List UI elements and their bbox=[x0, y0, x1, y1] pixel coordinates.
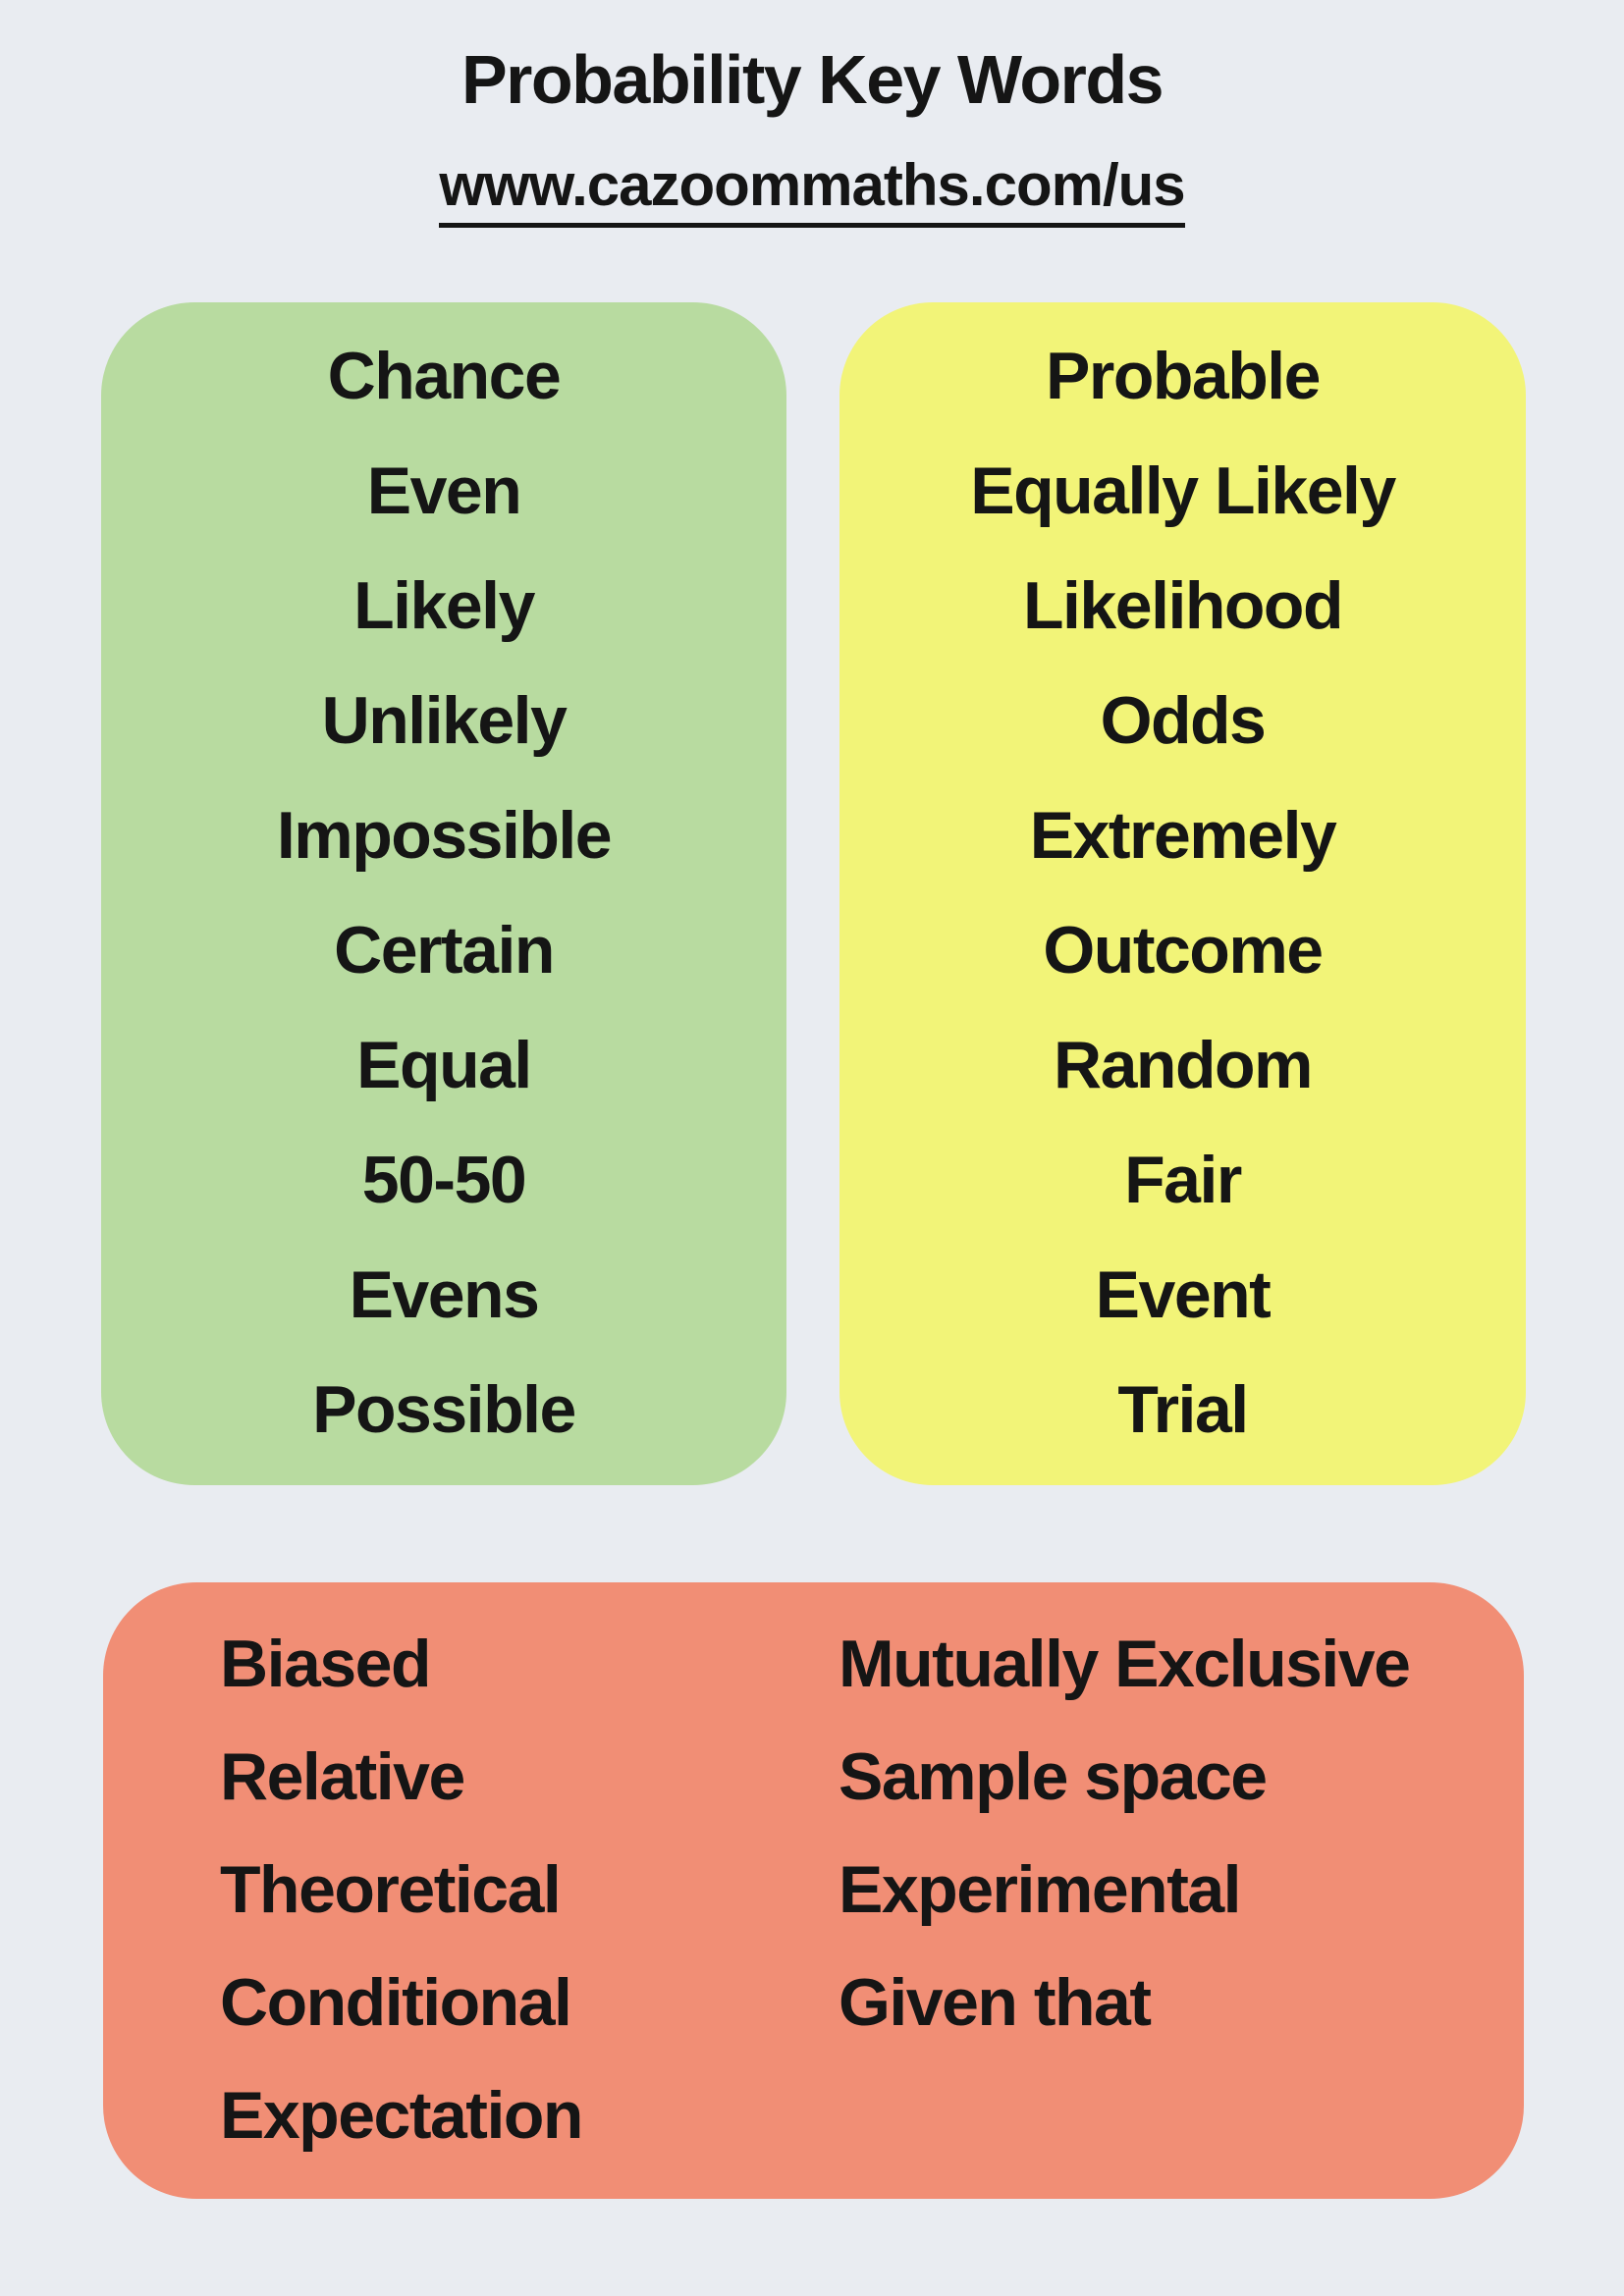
keyword: Biased bbox=[220, 1627, 432, 1701]
keyword: Evens bbox=[349, 1257, 540, 1332]
keyword: Fair bbox=[1124, 1143, 1242, 1217]
keyword: Even bbox=[366, 454, 522, 528]
keyword: Trial bbox=[1117, 1372, 1249, 1447]
keyword: Theoretical bbox=[220, 1852, 562, 1927]
keyword: Likely bbox=[353, 568, 535, 643]
keyword: Expectation bbox=[220, 2078, 583, 2153]
advanced-keywords-left-column: Biased Relative Theoretical Conditional … bbox=[220, 1608, 839, 2199]
keyword: Certain bbox=[334, 913, 555, 988]
keyword: Given that bbox=[839, 1965, 1152, 2040]
keyword: Equal bbox=[356, 1028, 532, 1102]
keyword: Extremely bbox=[1029, 798, 1337, 873]
subtitle-row: www.cazoommaths.com/us bbox=[0, 155, 1624, 228]
keyword: Impossible bbox=[276, 798, 613, 873]
advanced-keywords-box: Biased Relative Theoretical Conditional … bbox=[103, 1582, 1524, 2199]
keyword: Chance bbox=[327, 339, 562, 413]
keyword: Equally Likely bbox=[970, 454, 1396, 528]
keyword: Odds bbox=[1100, 683, 1267, 758]
keyword: Probable bbox=[1046, 339, 1321, 413]
intermediate-keywords-box: Probable Equally Likely Likelihood Odds … bbox=[839, 302, 1526, 1485]
basic-keywords-list: Chance Even Likely Unlikely Impossible C… bbox=[101, 302, 786, 1468]
advanced-keywords-right-column: Mutually Exclusive Sample space Experime… bbox=[839, 1608, 1524, 2199]
keyword: Experimental bbox=[839, 1852, 1242, 1927]
keyword: Sample space bbox=[839, 1739, 1268, 1814]
intermediate-keywords-list: Probable Equally Likely Likelihood Odds … bbox=[839, 302, 1526, 1468]
page-title: Probability Key Words bbox=[460, 41, 1164, 118]
website-link[interactable]: www.cazoommaths.com/us bbox=[439, 155, 1186, 228]
keyword: Likelihood bbox=[1023, 568, 1344, 643]
basic-keywords-box: Chance Even Likely Unlikely Impossible C… bbox=[101, 302, 786, 1485]
keyword: 50-50 bbox=[361, 1143, 527, 1217]
keyword: Conditional bbox=[220, 1965, 572, 2040]
keyword: Random bbox=[1054, 1028, 1314, 1102]
keyword: Possible bbox=[312, 1372, 576, 1447]
keyword: Event bbox=[1095, 1257, 1272, 1332]
keyword: Mutually Exclusive bbox=[839, 1627, 1411, 1701]
keyword: Outcome bbox=[1043, 913, 1324, 988]
keyword: Unlikely bbox=[321, 683, 568, 758]
keyword: Relative bbox=[220, 1739, 465, 1814]
